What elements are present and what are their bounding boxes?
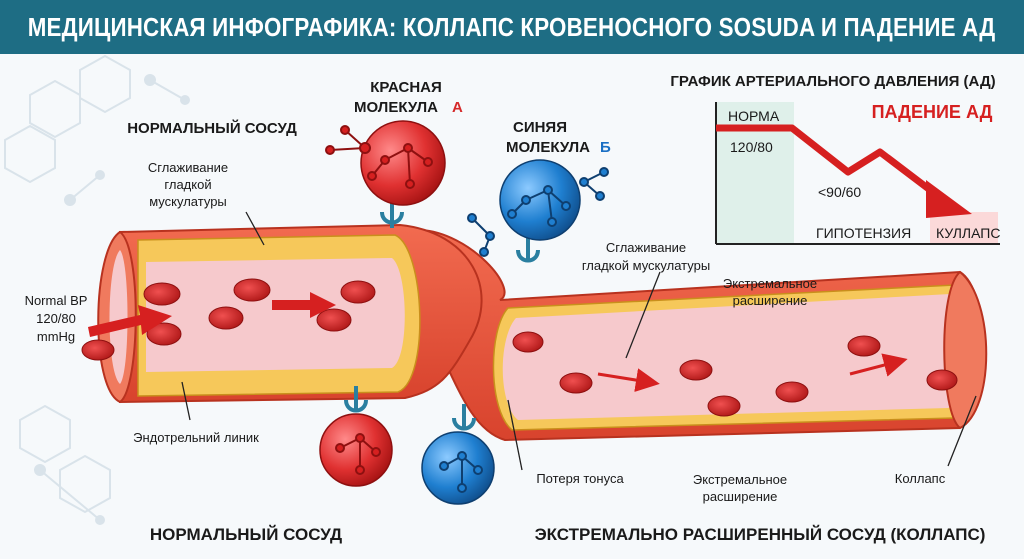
extreme-dilation-label-1-line1: Экстремальное [723,276,817,291]
arrow-right-icon [597,368,660,392]
red-molecule-a [325,120,446,228]
normal-bp-label-line3: mmHg [37,329,75,344]
extreme-dilation-label-1-line2: расширение [733,293,808,308]
zone-label-collapse: КУЛЛАПС [936,225,1000,241]
blue-molecule-letter: Б [600,139,611,156]
tone-loss-label: Потеря тонуса [536,471,624,486]
bp-curve-arrowhead [926,180,972,218]
red-molecule-title-2: МОЛЕКУЛА [354,99,438,116]
smooth-muscle-label-2-line1: Сглаживание [606,240,686,255]
normal-vessel [97,223,483,404]
normal-vessel-label-top: НОРМАЛЬНЫЙ СОСУД [127,119,297,137]
normal-vessel-label-bottom: НОРМАЛЬНЫЙ СОСУД [150,525,342,544]
bp-curve [716,124,941,199]
bp-graph: ГРАФИК АРТЕРИАЛЬНОГО ДАВЛЕНИЯ (АД) НОРМА… [670,73,1000,245]
blood-cell [146,322,182,346]
bp-graph-title: ГРАФИК АРТЕРИАЛЬНОГО ДАВЛЕНИЯ (АД) [670,73,995,90]
title-banner: МЕДИЦИНСКАЯ ИНФОГРАФИКА: КОЛЛАПС КРОВЕНО… [0,0,1024,54]
collapse-label: Коллапс [895,471,946,486]
normal-bp-label-line2: 120/80 [36,311,76,326]
blood-cell [775,381,809,403]
blood-cell [559,372,593,394]
page-title: МЕДИЦИНСКАЯ ИНФОГРАФИКА: КОЛЛАПС КРОВЕНО… [28,11,996,42]
blue-molecule-bottom [421,404,495,505]
hexagon-decoration [4,54,190,525]
value-label-low: <90/60 [818,184,861,200]
dilated-vessel-label: ЭКСТРЕМАЛЬНО РАСШИРЕННЫЙ СОСУД (КОЛЛАПС) [535,525,986,544]
smooth-muscle-label-2-line2: гладкой мускулатуры [582,258,710,273]
zone-label-hypotension: ГИПОТЕНЗИЯ [816,225,911,241]
blood-cells [81,278,958,417]
blood-cell [143,282,181,306]
blood-cell [847,335,881,357]
blood-cell [340,280,376,304]
normal-bp-label-line1: Normal BP [25,293,88,308]
zone-label-norm: НОРМА [728,108,780,124]
red-molecule-letter: А [452,99,463,116]
endothelial-label: Эндотрельний линик [133,430,259,445]
collapse-zone [930,212,998,244]
arrow-right-icon [849,353,908,377]
blood-cell [679,359,713,381]
blood-cell [926,369,958,391]
blood-cell [233,278,271,302]
extreme-dilation-label-2-line2: расширение [703,489,778,504]
smooth-muscle-label-1-line2: гладкой [164,177,211,192]
flow-arrows [88,292,908,392]
leader-lines [181,211,977,471]
blood-cell [512,331,544,353]
smooth-muscle-label-1-line1: Сглаживание [148,160,228,175]
blood-cell [81,339,115,361]
blood-cell [208,306,244,330]
bp-drop-label: ПАДЕНИЕ АД [872,102,993,122]
arrow-right-icon [88,305,172,337]
blue-molecule-title-1: СИНЯЯ [513,119,567,136]
smooth-muscle-label-1-line3: мускулатуры [149,194,227,209]
blood-cell [316,308,352,332]
blood-cell [707,395,741,417]
value-label-normal: 120/80 [730,139,773,155]
dilated-vessel [418,228,988,442]
arrow-right-icon [272,292,336,318]
red-molecule-title-1: КРАСНАЯ [370,79,442,96]
blue-molecule-b [467,159,609,263]
extreme-dilation-label-2-line1: Экстремальное [693,472,787,487]
blue-molecule-title-2: МОЛЕКУЛА [506,139,590,156]
red-molecule-bottom [319,386,393,487]
